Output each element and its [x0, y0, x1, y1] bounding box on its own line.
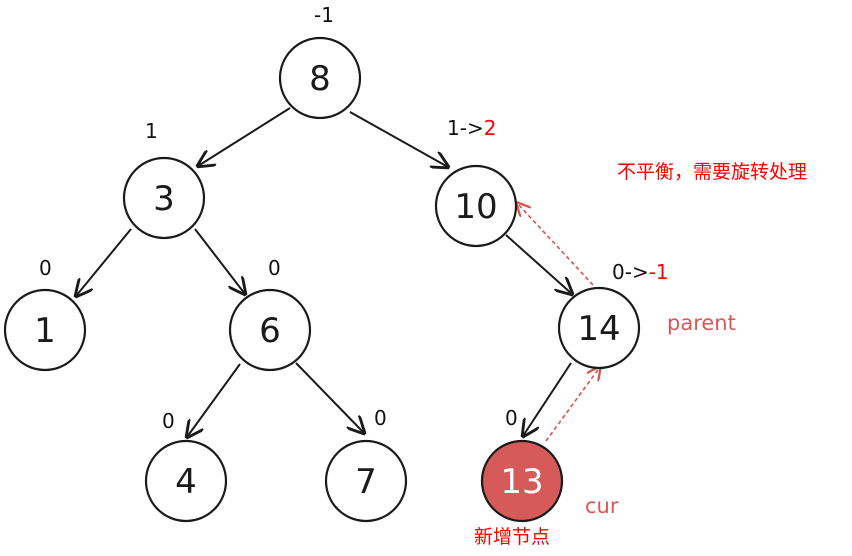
- node-10: 10: [434, 164, 518, 248]
- bf-node-10-old: 1->: [447, 116, 484, 140]
- node-4: 4: [144, 439, 228, 523]
- bf-node-7: 0: [374, 406, 387, 430]
- node-6-label: 6: [259, 311, 281, 351]
- node-8: 8: [278, 36, 362, 120]
- edge-8-10: [349, 111, 448, 167]
- bf-node-4: 0: [162, 409, 175, 433]
- node-13-new: 13: [480, 439, 564, 523]
- node-4-label: 4: [175, 462, 197, 502]
- dashed-arrow-13-to-14: [545, 367, 600, 442]
- node-8-label: 8: [309, 59, 331, 99]
- edge-3-1: [76, 228, 132, 296]
- bf-node-1: 0: [39, 256, 52, 280]
- bf-node-8: -1: [314, 3, 334, 27]
- node-3-label: 3: [153, 179, 175, 219]
- node-10-label: 10: [454, 187, 497, 227]
- bf-node-3: 1: [145, 119, 158, 143]
- edge-10-14: [505, 234, 572, 294]
- edge-6-7: [295, 362, 364, 433]
- edge-3-6: [194, 228, 245, 294]
- dashed-arrow-14-to-10: [517, 203, 594, 286]
- cur-label: cur: [585, 494, 619, 518]
- node-7: 7: [324, 439, 408, 523]
- bf-node-14: 0->-1: [612, 260, 669, 284]
- edge-8-3: [198, 107, 291, 166]
- unbalanced-note: 不平衡，需要旋转处理: [617, 161, 807, 183]
- node-13-label: 13: [500, 462, 543, 502]
- node-3: 3: [122, 156, 206, 240]
- node-14-label: 14: [577, 309, 620, 349]
- node-7-label: 7: [355, 462, 377, 502]
- bf-node-14-old: 0->: [612, 260, 649, 284]
- new-node-label: 新增节点: [474, 526, 550, 548]
- node-6: 6: [228, 288, 312, 372]
- node-1-label: 1: [34, 311, 56, 351]
- edge-6-4: [187, 363, 241, 437]
- bf-node-6: 0: [268, 256, 281, 280]
- bf-node-13: 0: [505, 406, 518, 430]
- parent-label: parent: [667, 311, 736, 335]
- bf-node-14-new: -1: [649, 260, 669, 284]
- bf-node-10: 1->2: [447, 116, 496, 140]
- node-1: 1: [3, 288, 87, 372]
- edge-14-13: [523, 362, 572, 436]
- node-14: 14: [557, 286, 641, 370]
- bf-node-10-new: 2: [484, 116, 497, 140]
